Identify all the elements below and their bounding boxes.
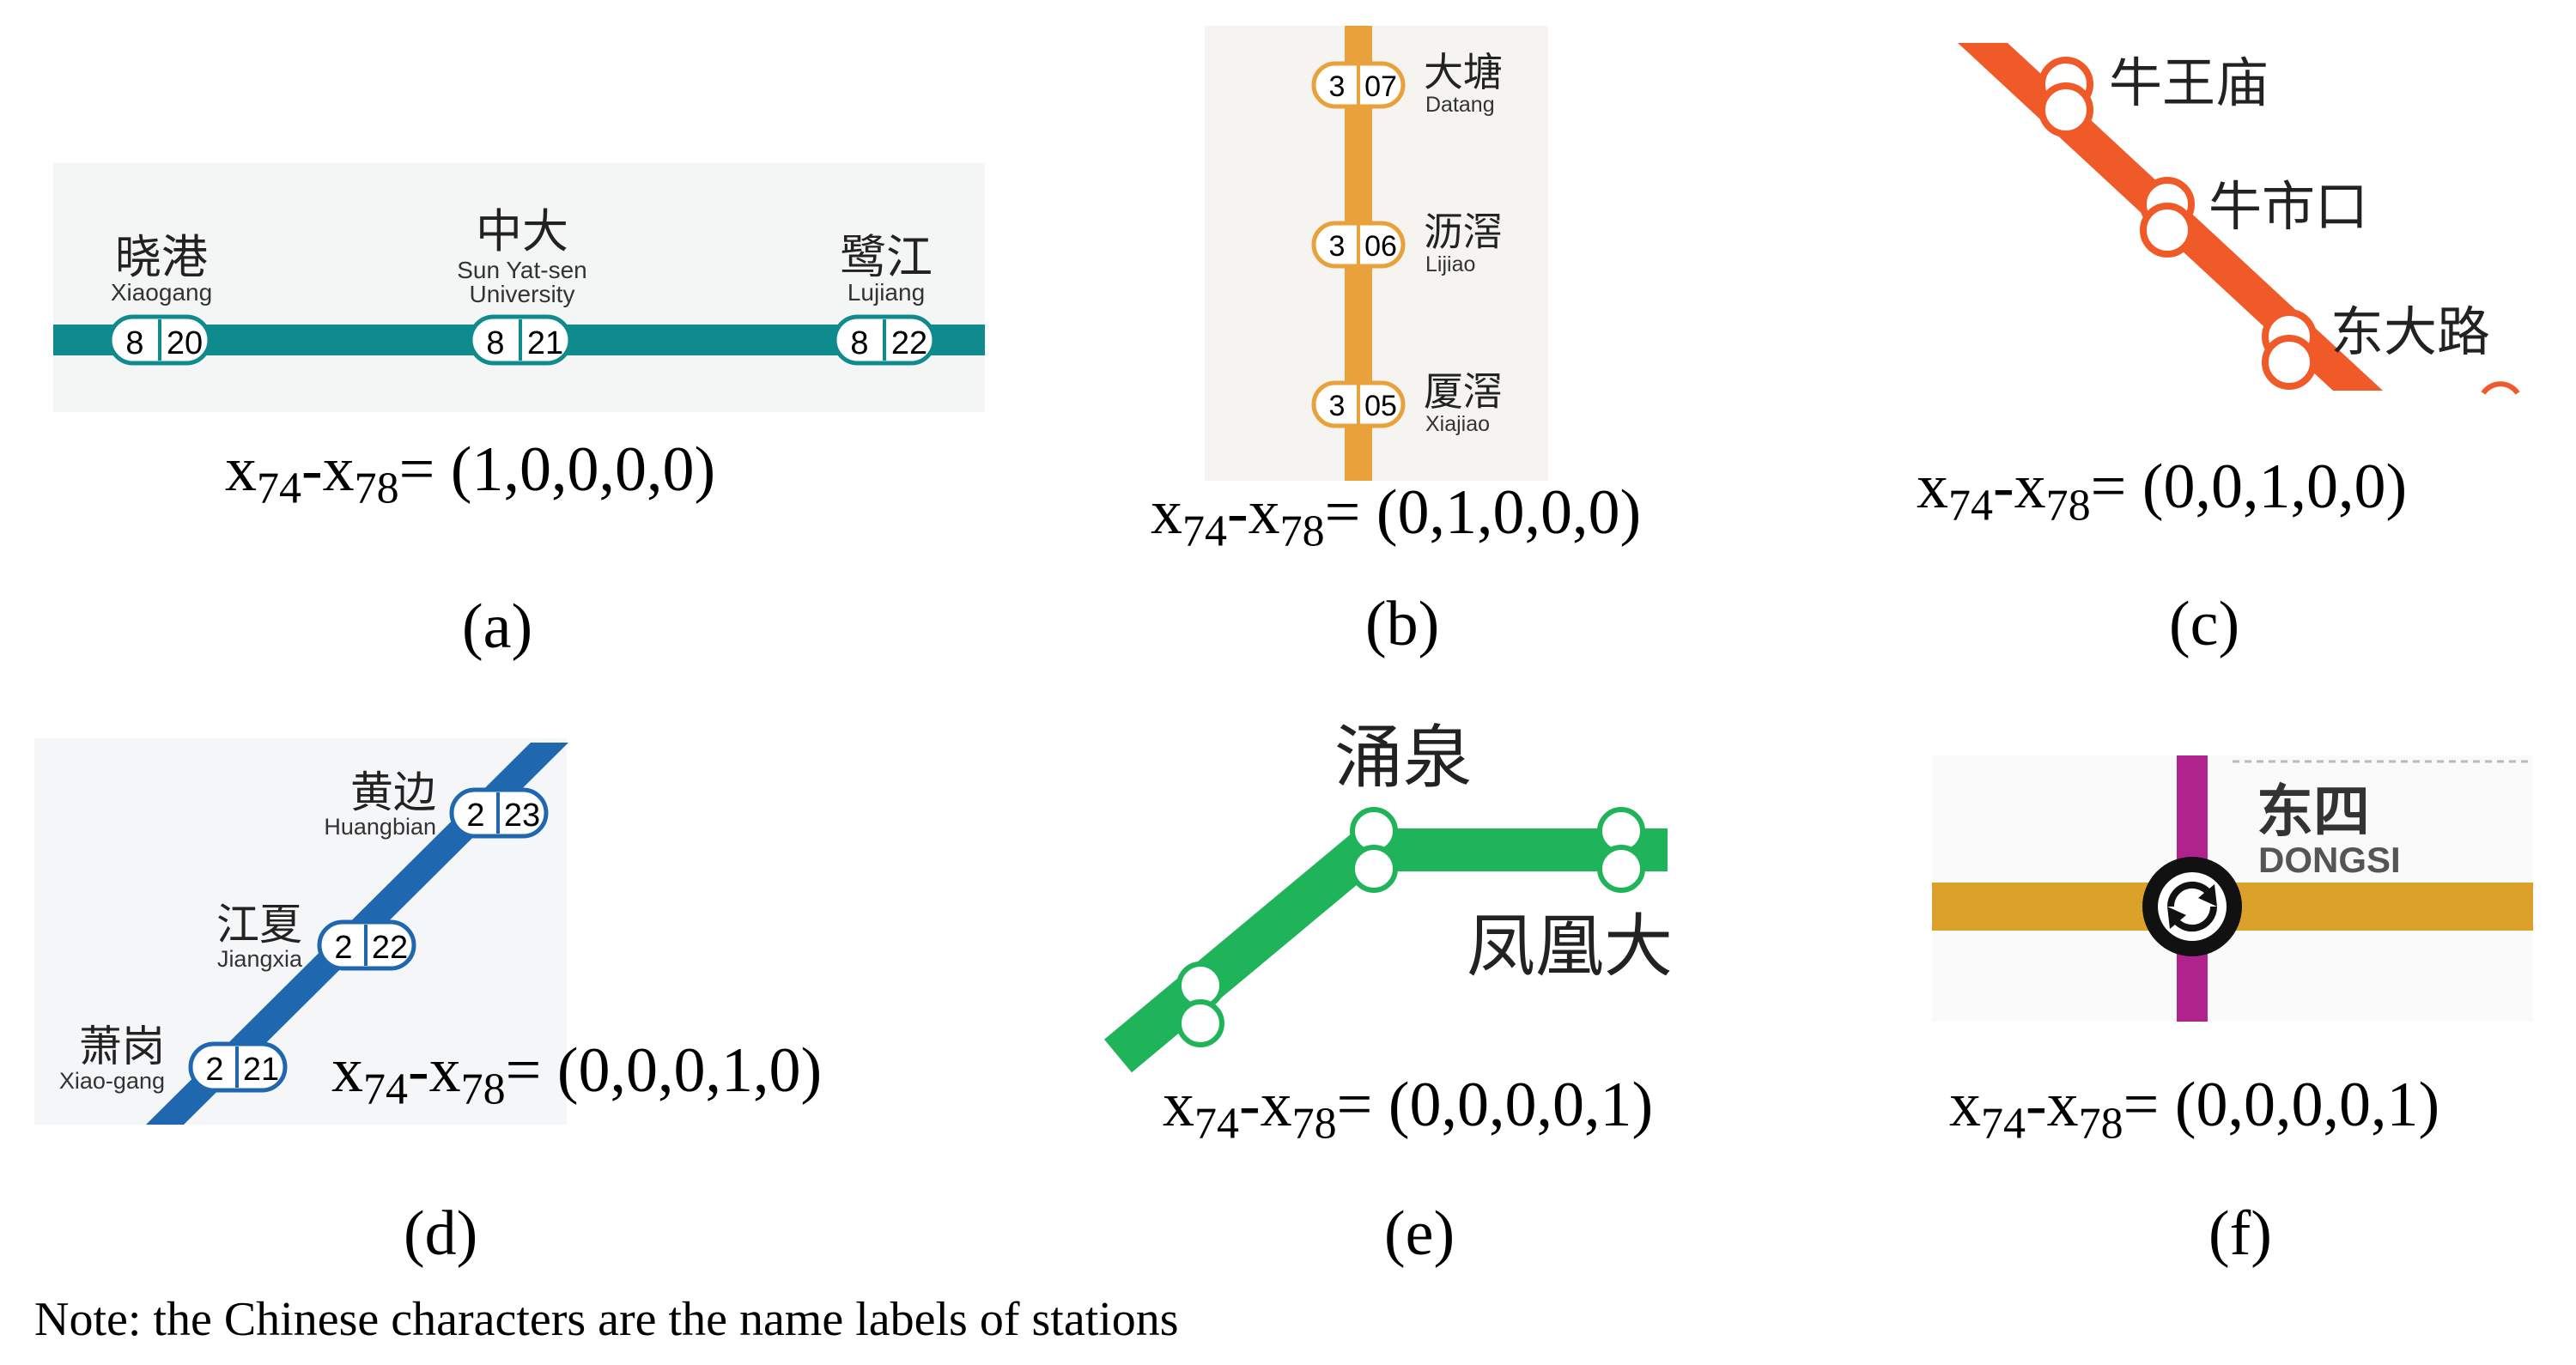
panel-a: 8 20 8 21 8 22 晓港 Xiaogang 中大 Sun Yat-se… bbox=[0, 0, 1030, 670]
metro-map-c: 牛王庙 牛市口 东大路 bbox=[1958, 34, 2567, 395]
station-line-a2: 8 bbox=[486, 325, 504, 361]
formula-e: x74-x78= (0,0,0,0,1) bbox=[1163, 1070, 1654, 1149]
station-badge-a1: 8 20 bbox=[107, 314, 212, 366]
caption-e: (e) bbox=[1384, 1198, 1455, 1269]
station-badge-b1: 3 07 bbox=[1311, 61, 1406, 109]
station-line-b2: 3 bbox=[1329, 230, 1346, 263]
station-line-a1: 8 bbox=[125, 325, 143, 361]
station-line-d1: 2 bbox=[466, 798, 484, 834]
metro-map-d: 2 23 2 22 2 21 黄边 Huangbian 江夏 Jiangxia … bbox=[34, 738, 568, 1125]
station-badge-b3: 3 05 bbox=[1311, 380, 1406, 428]
caption-f: (f) bbox=[2208, 1198, 2272, 1269]
station-badge-b2: 3 06 bbox=[1311, 221, 1406, 269]
formula-f: x74-x78= (0,0,0,0,1) bbox=[1949, 1070, 2440, 1149]
station-dot-e2b bbox=[1597, 845, 1645, 893]
station-dot-e1b bbox=[1350, 845, 1398, 893]
caption-d: (d) bbox=[404, 1198, 478, 1269]
station-zh-c1: 牛王庙 bbox=[2109, 52, 2269, 114]
station-en-b1: Datang bbox=[1425, 93, 1495, 117]
station-en-d3: Xiao-gang bbox=[59, 1068, 165, 1094]
figure-note: Note: the Chinese characters are the nam… bbox=[34, 1293, 1179, 1346]
station-zh-b2: 沥滘 bbox=[1424, 209, 1503, 255]
formula-b: x74-x78= (0,1,0,0,0) bbox=[1151, 477, 1642, 556]
station-zh-d2: 江夏 bbox=[216, 900, 302, 949]
station-zh-a3: 鹭江 bbox=[840, 230, 933, 284]
station-en-a3: Lujiang bbox=[848, 279, 925, 306]
station-zh-e2: 凤凰大 bbox=[1467, 907, 1673, 986]
station-line-d2: 2 bbox=[334, 930, 352, 966]
station-zh-c2: 牛市口 bbox=[2208, 175, 2368, 238]
station-en-d1: Huangbian bbox=[324, 814, 436, 840]
metro-map-e: 涌泉 凤凰大 bbox=[1103, 713, 1683, 1073]
panel-e: 涌泉 凤凰大 x74-x78= (0,0,0,0,1) (e) bbox=[1103, 704, 1795, 1288]
station-num-d1: 23 bbox=[504, 798, 540, 834]
station-num-b2: 06 bbox=[1364, 230, 1397, 263]
station-zh-d3: 萧岗 bbox=[79, 1022, 165, 1071]
station-zh-d1: 黄边 bbox=[350, 767, 436, 817]
caption-a: (a) bbox=[462, 592, 533, 662]
station-num-a3: 22 bbox=[891, 325, 927, 361]
station-line-b3: 3 bbox=[1329, 390, 1346, 422]
panel-c: 牛王庙 牛市口 东大路 x74-x78= (0,0,1,0,0) (c) bbox=[1906, 0, 2576, 670]
station-en-f1: DONGSI bbox=[2258, 840, 2401, 880]
station-en-a2-2: University bbox=[470, 281, 575, 307]
station-en-a1: Xiaogang bbox=[111, 279, 212, 306]
caption-b: (b) bbox=[1365, 589, 1440, 659]
station-zh-a2: 中大 bbox=[476, 204, 568, 258]
station-en-d2: Jiangxia bbox=[217, 946, 303, 972]
station-en-b3: Xiajiao bbox=[1425, 412, 1490, 436]
metro-map-f: 东四 DONGSI bbox=[1932, 755, 2533, 1022]
transfer-icon bbox=[2142, 857, 2242, 956]
station-badge-a2: 8 21 bbox=[468, 314, 573, 366]
station-line-b1: 3 bbox=[1329, 70, 1346, 103]
station-zh-f1: 东四 bbox=[2257, 779, 2370, 845]
station-en-b2: Lijiao bbox=[1425, 252, 1475, 276]
formula-a: x74-x78= (1,0,0,0,0) bbox=[225, 434, 716, 513]
metro-map-a: 8 20 8 21 8 22 晓港 Xiaogang 中大 Sun Yat-se… bbox=[53, 163, 985, 412]
station-num-b3: 05 bbox=[1364, 390, 1397, 422]
station-badge-d2: 2 22 bbox=[317, 919, 416, 971]
station-zh-e1: 涌泉 bbox=[1334, 718, 1472, 798]
formula-d: x74-x78= (0,0,0,1,0) bbox=[331, 1035, 823, 1114]
station-num-a1: 20 bbox=[167, 325, 203, 361]
station-num-b1: 07 bbox=[1364, 70, 1397, 103]
station-dot-c-partial bbox=[2481, 381, 2520, 395]
formula-c: x74-x78= (0,0,1,0,0) bbox=[1917, 452, 2408, 531]
station-badge-d3: 2 21 bbox=[188, 1041, 288, 1093]
station-badge-d1: 2 23 bbox=[449, 787, 549, 839]
station-dot-c2b bbox=[2140, 203, 2195, 258]
station-dot-c1b bbox=[2038, 82, 2093, 137]
station-line-d3: 2 bbox=[205, 1052, 223, 1088]
station-num-a2: 21 bbox=[527, 325, 563, 361]
panel-f: 东四 DONGSI x74-x78= (0,0,0,0,1) (f) bbox=[1915, 704, 2576, 1288]
station-en-a2-1: Sun Yat-sen bbox=[457, 257, 587, 283]
station-dot-e3b bbox=[1176, 999, 1224, 1047]
station-line-a3: 8 bbox=[850, 325, 868, 361]
caption-c: (c) bbox=[2169, 589, 2240, 659]
metro-map-b: 3 07 3 06 3 05 大塘 Datang 沥滘 Lijiao 厦滘 Xi… bbox=[1205, 26, 1548, 481]
station-badge-a3: 8 22 bbox=[832, 314, 937, 366]
station-zh-b1: 大塘 bbox=[1424, 49, 1503, 95]
panel-b: 3 07 3 06 3 05 大塘 Datang 沥滘 Lijiao 厦滘 Xi… bbox=[1116, 0, 1803, 670]
station-num-d3: 21 bbox=[243, 1052, 279, 1088]
station-zh-c3: 东大路 bbox=[2330, 300, 2490, 363]
station-num-d2: 22 bbox=[372, 930, 408, 966]
station-dot-c3b bbox=[2262, 335, 2317, 390]
panel-d: 2 23 2 22 2 21 黄边 Huangbian 江夏 Jiangxia … bbox=[0, 704, 1030, 1288]
station-zh-a1: 晓港 bbox=[115, 230, 208, 284]
station-zh-b3: 厦滘 bbox=[1424, 368, 1503, 415]
